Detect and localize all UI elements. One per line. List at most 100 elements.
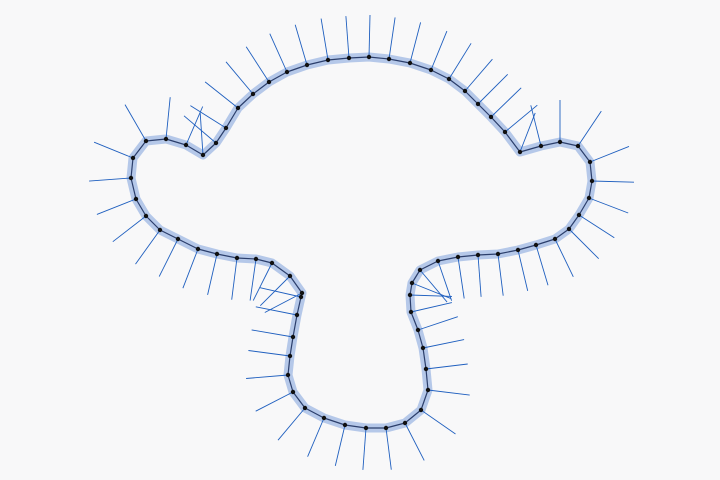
normal-line <box>477 73 509 105</box>
vertex-dot <box>200 152 206 158</box>
normal-line <box>96 198 137 215</box>
vertex-dot <box>214 251 220 257</box>
normal-line <box>568 228 600 260</box>
normal-line <box>554 238 574 277</box>
normal-line <box>477 254 482 297</box>
normal-line <box>259 275 291 307</box>
vertex-dot <box>383 425 389 431</box>
vertex-dot <box>423 366 429 372</box>
normal-line <box>425 363 468 370</box>
vertex-dot <box>407 292 413 298</box>
vertex-dot <box>515 247 521 253</box>
normal-line <box>245 46 270 83</box>
normal-line <box>255 391 294 412</box>
vertex-dot <box>223 125 229 131</box>
vertex-dot <box>566 226 572 232</box>
normal-line <box>158 238 179 277</box>
vertex-dot <box>420 345 426 351</box>
normal-line <box>437 260 453 301</box>
vertex-dot <box>557 139 563 145</box>
normal-line <box>207 253 218 296</box>
normal-line <box>199 113 204 156</box>
normal-line <box>422 339 465 349</box>
vertex-dot <box>253 256 259 262</box>
vertex-dot <box>488 114 494 120</box>
normal-line <box>388 17 396 60</box>
vertex-dot <box>183 142 189 148</box>
normal-line <box>183 115 217 144</box>
vertex-dot <box>250 91 256 97</box>
vertex-dot <box>266 79 272 85</box>
vertex-dot <box>475 252 481 258</box>
vertex-dot <box>304 62 310 68</box>
normal-line <box>588 197 629 214</box>
normal-line <box>185 106 204 146</box>
vertex-dot <box>517 149 523 155</box>
normal-line <box>409 22 422 64</box>
vertex-dot <box>235 105 241 111</box>
vertex-dot <box>285 372 291 378</box>
vertex-dot <box>294 312 300 318</box>
vertex-dot <box>408 309 414 315</box>
vertex-dot <box>157 227 163 233</box>
vertex-dot <box>284 69 290 75</box>
normal-line <box>530 105 542 147</box>
normal-line <box>519 112 536 153</box>
vertex-dot <box>366 54 372 60</box>
vertex-dot <box>446 76 452 82</box>
normal-line <box>269 33 288 73</box>
normal-line <box>259 287 302 298</box>
normal-line <box>231 257 238 300</box>
normal-line <box>589 145 630 163</box>
vertex-dot <box>435 258 441 264</box>
vertex-dot <box>425 387 431 393</box>
vertex-dot <box>363 425 369 431</box>
normal-line <box>277 407 306 441</box>
vertex-dot <box>133 196 139 202</box>
vertex-dot <box>234 255 240 261</box>
normal-line <box>535 244 549 286</box>
normal-line <box>578 214 615 239</box>
vertex-dot <box>586 195 592 201</box>
normal-line <box>307 417 325 457</box>
normal-line <box>190 105 227 129</box>
vertex-dot <box>418 407 424 413</box>
vertex-dot <box>290 334 296 340</box>
normal-lines <box>89 14 635 470</box>
vertex-dot <box>455 254 461 260</box>
normal-line <box>204 81 239 109</box>
normal-line <box>135 229 161 265</box>
vertex-dot <box>299 290 305 296</box>
normal-line <box>385 427 392 470</box>
normal-line <box>368 14 371 58</box>
vertex-dot <box>415 327 421 333</box>
vertex-dot <box>552 236 558 242</box>
normal-line <box>457 256 465 299</box>
normal-line <box>246 374 289 379</box>
normal-line <box>225 61 254 95</box>
vertex-dot <box>325 57 331 63</box>
vertex-dot <box>128 175 134 181</box>
normal-line <box>255 306 298 316</box>
vertex-dot <box>346 55 352 61</box>
normal-line <box>264 292 303 313</box>
vertex-dot <box>143 213 149 219</box>
normal-line <box>497 253 504 296</box>
normal-line <box>294 24 308 66</box>
vertex-dot <box>495 251 501 257</box>
normal-line <box>249 258 257 301</box>
normal-line <box>448 43 472 80</box>
vertex-dot <box>302 405 308 411</box>
vertex-dot <box>386 56 392 62</box>
normal-line <box>517 249 529 292</box>
vertex-dot <box>462 88 468 94</box>
vertex-dot <box>175 236 181 242</box>
vertex-dot <box>143 138 149 144</box>
normal-line <box>430 30 448 71</box>
normal-line <box>577 110 602 147</box>
normal-line <box>490 87 522 118</box>
normal-line <box>410 302 453 313</box>
vertex-dot <box>475 101 481 107</box>
vertex-dot <box>538 143 544 149</box>
